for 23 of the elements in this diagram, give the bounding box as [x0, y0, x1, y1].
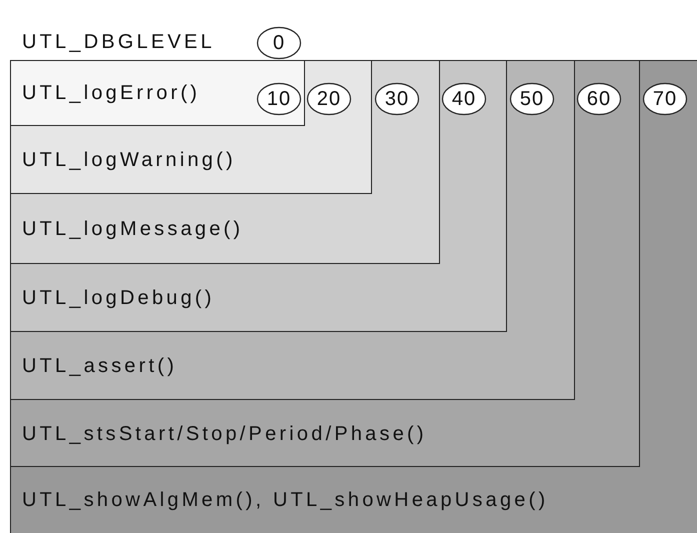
function-name: UTL_stsStart/Stop/Period/Phase() [22, 422, 427, 446]
function-name: UTL_logError() [22, 81, 200, 105]
level-box [10, 60, 440, 264]
function-name: UTL_showAlgMem(), UTL_showHeapUsage() [22, 488, 548, 512]
level-box [10, 60, 507, 332]
variable-name: UTL_DBGLEVEL [22, 30, 215, 54]
level-oval: 60 [577, 83, 621, 115]
level-oval: 40 [442, 83, 486, 115]
level-oval: 50 [510, 83, 554, 115]
function-name: UTL_logDebug() [22, 286, 215, 310]
level-oval: 70 [643, 83, 687, 115]
function-name: UTL_assert() [22, 354, 178, 378]
function-name: UTL_logWarning() [22, 148, 236, 172]
level-oval: 10 [257, 83, 301, 115]
level-box [10, 60, 372, 194]
function-name: UTL_logMessage() [22, 217, 244, 241]
level-box [10, 60, 305, 126]
level-box [10, 60, 640, 467]
level-oval: 0 [257, 27, 301, 59]
level-oval: 20 [307, 83, 351, 115]
level-box [10, 60, 697, 533]
level-box [10, 60, 575, 400]
level-oval: 30 [375, 83, 419, 115]
